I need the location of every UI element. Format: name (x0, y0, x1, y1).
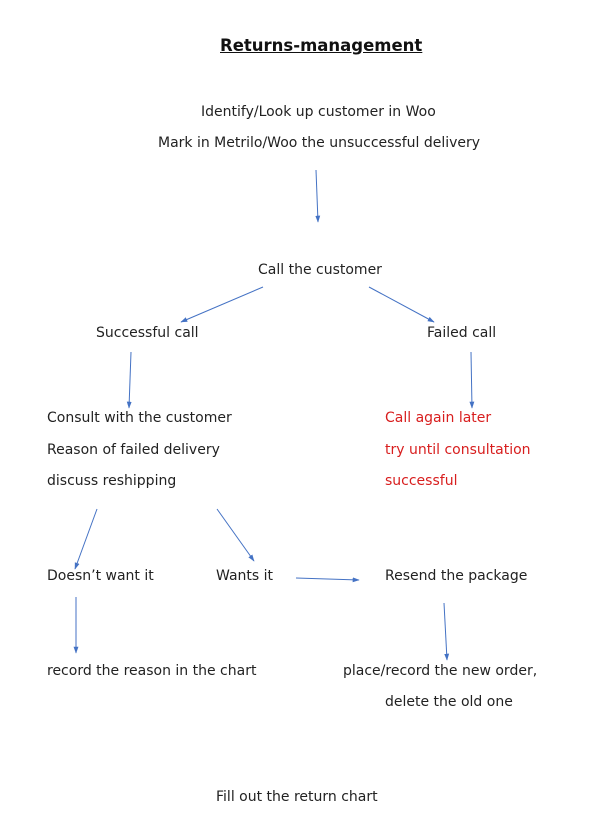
retry-line-3: successful (385, 473, 458, 489)
arrow-to-successful-call (180, 286, 264, 323)
consult-line-1: Consult with the customer (47, 410, 232, 426)
arrow-wants-to-resend (295, 577, 360, 583)
new-order-line-2: delete the old one (385, 694, 513, 710)
arrow-to-consult (126, 351, 132, 409)
new-order-line-1: place/record the new order, (343, 663, 538, 679)
node-failed-call: Failed call (427, 325, 497, 341)
retry-line-1: Call again later (385, 410, 492, 426)
retry-line-2: try until consultation (385, 442, 531, 458)
node-wants-it: Wants it (216, 568, 274, 584)
node-call-customer: Call the customer (258, 262, 382, 278)
node-doesnt-want-it: Doesn’t want it (47, 568, 154, 584)
node-fill-out-chart: Fill out the return chart (216, 789, 378, 805)
node-resend-package: Resend the package (385, 568, 528, 584)
step-mark-unsuccessful-delivery: Mark in Metrilo/Woo the unsuccessful del… (158, 135, 481, 151)
arrow-to-retry (469, 351, 475, 409)
arrow-to-failed-call (368, 286, 435, 323)
arrow-to-call-customer (315, 169, 321, 223)
arrow-to-doesnt-want (74, 508, 98, 570)
consult-line-3: discuss reshipping (47, 473, 177, 489)
node-record-reason: record the reason in the chart (47, 663, 257, 679)
node-successful-call: Successful call (96, 325, 199, 341)
page-title: Returns-management (220, 36, 423, 55)
consult-line-2: Reason of failed delivery (47, 442, 220, 458)
step-identify-customer: Identify/Look up customer in Woo (201, 104, 436, 120)
arrow-to-new-order (443, 602, 450, 661)
arrow-to-wants (216, 508, 255, 562)
